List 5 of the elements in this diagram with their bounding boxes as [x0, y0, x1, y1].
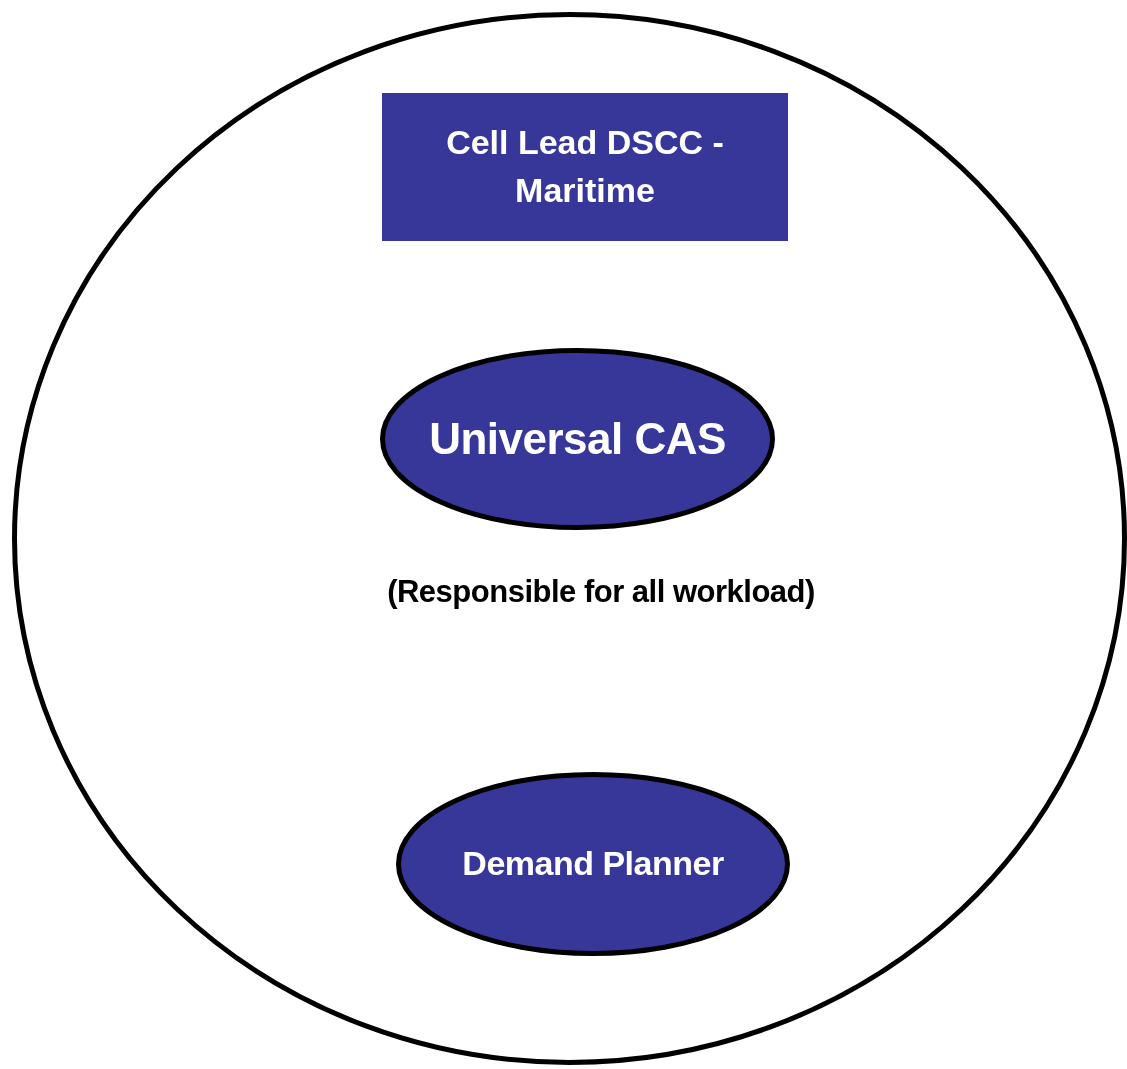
outer-circle	[12, 12, 1127, 1065]
title-box: Cell Lead DSCC - Maritime	[382, 93, 788, 241]
caption-text: (Responsible for all workload)	[387, 574, 815, 610]
role-ellipse: Demand Planner	[396, 772, 790, 956]
role-ellipse: Universal CAS	[380, 348, 775, 530]
